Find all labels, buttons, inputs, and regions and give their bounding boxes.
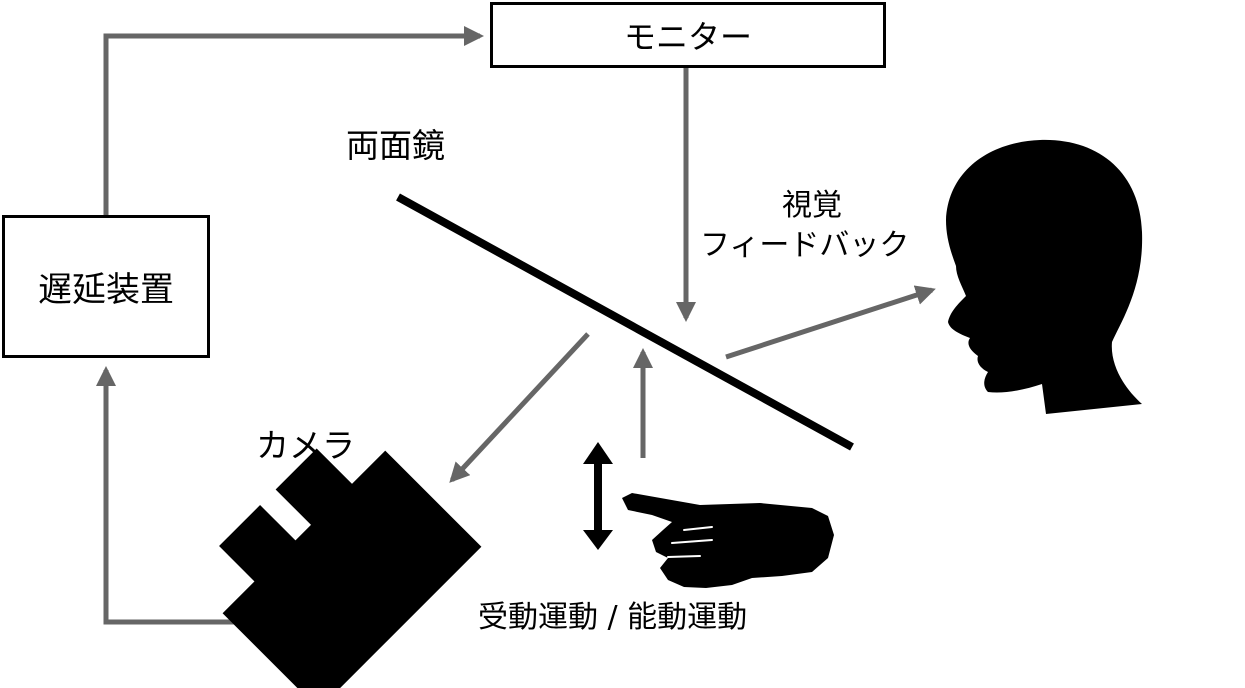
arrow-camera-to-delay [96,366,268,625]
monitor-label: モニター [623,18,752,56]
monitor-box: モニター [490,2,886,68]
arrow-mirror-to-eye [725,285,936,360]
visual-feedback-label-line1: 視覚 [782,188,842,223]
arrow-delay-to-monitor [103,26,484,215]
mirror [396,193,854,451]
delay-device-box: 遅延装置 [2,215,210,358]
camera-label: カメラ [256,426,355,465]
mirror-label: 両面鏡 [346,126,445,165]
visual-feedback-label-line2: フィードバック [700,228,910,263]
movement-label: 受動運動 / 能動運動 [478,600,748,635]
double-headed-vertical-arrow-icon [583,442,613,550]
pointing-hand-icon [622,493,834,588]
delay-device-label: 遅延装置 [38,270,174,310]
arrow-mirror-to-camera [449,332,590,483]
human-head-silhouette-icon [946,139,1143,415]
